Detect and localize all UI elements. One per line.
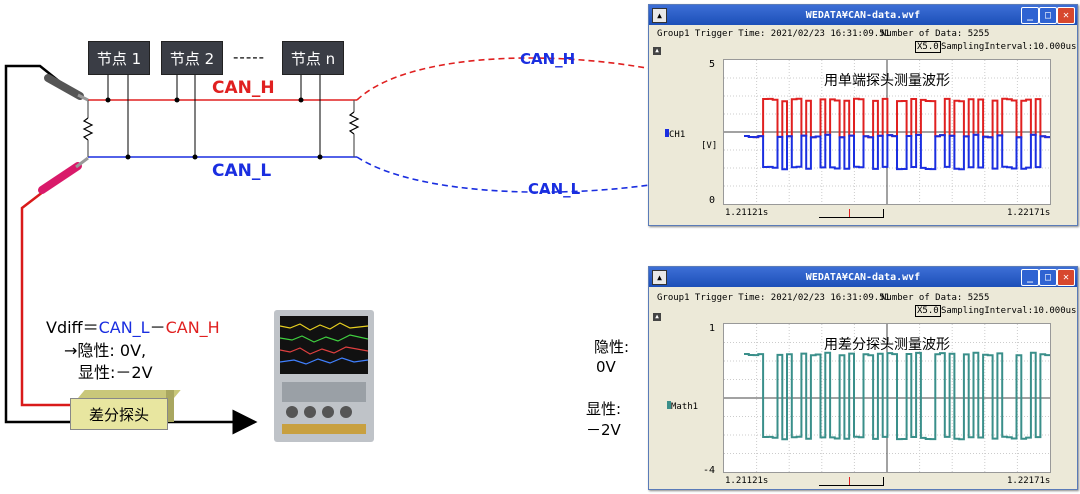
app-icon[interactable]: ▲ xyxy=(652,270,667,285)
diff-probe-label: 差分探头 xyxy=(70,398,168,430)
left-terminator-resistor xyxy=(82,117,94,141)
recessive-label: 隐性: xyxy=(594,338,630,356)
minimize-button[interactable]: _ xyxy=(1021,269,1039,286)
x-end-label: 1.22171s xyxy=(1007,208,1051,218)
can-l-trace xyxy=(744,133,1050,171)
dominant-note: 显性:－2V xyxy=(78,363,153,382)
trigger-time: Group1 Trigger Time: 2021/02/23 16:31:09… xyxy=(657,293,890,303)
right-terminator-resistor xyxy=(348,111,360,135)
single-ended-waveform xyxy=(724,60,1050,204)
node-ellipsis: ----- xyxy=(233,48,266,66)
number-of-data: Number of Data: 5255 xyxy=(881,293,990,303)
node-n: 节点 n xyxy=(282,41,344,75)
waveform-window-differential[interactable]: ▲ WEDATA¥CAN-data.wvf _ □ ✕ Group1 Trigg… xyxy=(648,266,1078,490)
recessive-note: →隐性: 0V, xyxy=(64,341,147,360)
diff-trace xyxy=(744,351,1050,441)
minimize-button[interactable]: _ xyxy=(1021,7,1039,24)
trigger-time: Group1 Trigger Time: 2021/02/23 16:31:09… xyxy=(657,29,890,39)
number-of-data: Number of Data: 5255 xyxy=(881,29,990,39)
window-title: WEDATA¥CAN-data.wvf xyxy=(805,271,921,283)
plot-area[interactable]: 用差分探头测量波形 xyxy=(723,323,1051,473)
scroll-indicator[interactable] xyxy=(819,477,884,486)
plot-caption: 用差分探头测量波形 xyxy=(824,337,950,353)
can-h-arrow-label: CAN_H xyxy=(520,50,576,68)
maximize-button[interactable]: □ xyxy=(1039,269,1057,286)
plot-area[interactable]: 用单端探头测量波形 xyxy=(723,59,1051,205)
channel-label[interactable]: CH1 xyxy=(665,129,685,140)
window-title: WEDATA¥CAN-data.wvf xyxy=(805,9,921,21)
red-probe-clip xyxy=(38,156,89,194)
scroll-indicator[interactable] xyxy=(819,209,884,218)
can-h-trace xyxy=(744,97,1050,139)
window-titlebar[interactable]: ▲ WEDATA¥CAN-data.wvf _ □ ✕ xyxy=(649,267,1077,287)
sampling-interval: SamplingInterval:10.000us xyxy=(941,306,1077,316)
differential-waveform xyxy=(724,324,1050,472)
can-h-label: CAN_H xyxy=(212,78,275,98)
x-start-label: 1.21121s xyxy=(725,476,769,486)
zoom-indicator[interactable]: X5.0 xyxy=(915,305,941,317)
diff-probe-box: 差分探头 xyxy=(70,390,181,430)
y-max-label: 1 xyxy=(709,323,716,334)
scroll-up-icon[interactable]: ▲ xyxy=(653,313,661,321)
y-min-label: 0 xyxy=(709,195,716,206)
waveform-window-single-ended[interactable]: ▲ WEDATA¥CAN-data.wvf _ □ ✕ Group1 Trigg… xyxy=(648,4,1078,226)
window-titlebar[interactable]: ▲ WEDATA¥CAN-data.wvf _ □ ✕ xyxy=(649,5,1077,25)
close-button[interactable]: ✕ xyxy=(1057,269,1075,286)
vdiff-formula: Vdiff＝CAN_L－CAN_H xyxy=(46,318,220,337)
node-2: 节点 2 xyxy=(161,41,223,75)
can-l-label: CAN_L xyxy=(212,161,272,181)
node-1: 节点 1 xyxy=(88,41,150,75)
unit-label: [V] xyxy=(701,141,718,151)
dominant-value: －2V xyxy=(586,421,621,439)
close-button[interactable]: ✕ xyxy=(1057,7,1075,24)
oscilloscope-image xyxy=(274,310,374,442)
black-probe-clip xyxy=(44,74,89,102)
y-max-label: 5 xyxy=(709,59,716,70)
can-l-arrow-label: CAN_L xyxy=(528,180,581,198)
plot-caption: 用单端探头测量波形 xyxy=(824,73,950,89)
channel-label[interactable]: Math1 xyxy=(667,401,698,412)
scroll-up-icon[interactable]: ▲ xyxy=(653,47,661,55)
maximize-button[interactable]: □ xyxy=(1039,7,1057,24)
app-icon[interactable]: ▲ xyxy=(652,8,667,23)
x-start-label: 1.21121s xyxy=(725,208,769,218)
x-end-label: 1.22171s xyxy=(1007,476,1051,486)
sampling-interval: SamplingInterval:10.000us xyxy=(941,42,1077,52)
zoom-indicator[interactable]: X5.0 xyxy=(915,41,941,53)
recessive-value: 0V xyxy=(596,358,616,376)
y-min-label: -4 xyxy=(703,465,716,476)
dominant-label: 显性: xyxy=(586,400,622,418)
